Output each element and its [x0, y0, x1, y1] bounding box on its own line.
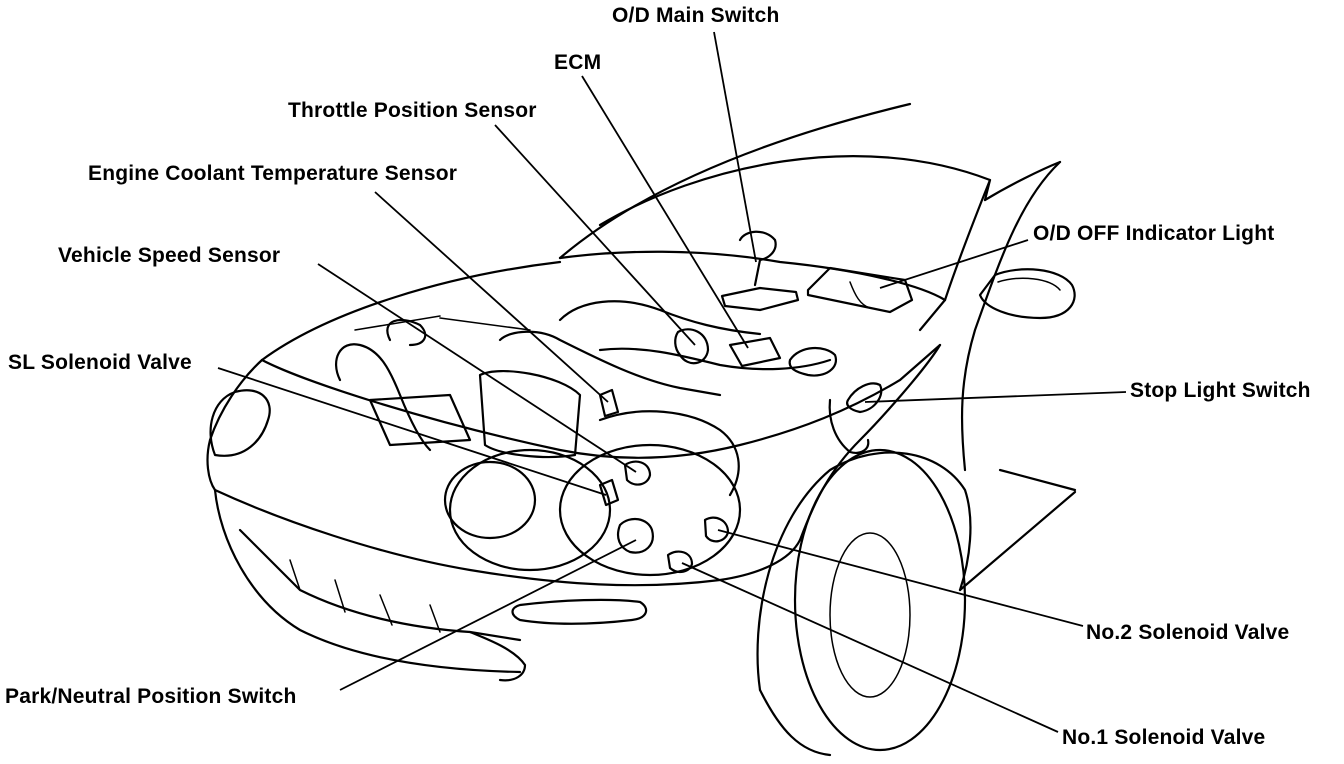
a-pillar	[918, 178, 992, 332]
leader-lines	[217, 31, 1127, 733]
windshield-cowl	[558, 250, 947, 302]
leader-park-neutral-position-switch	[339, 539, 637, 691]
grille-slat-2	[334, 579, 346, 613]
leader-throttle-position-sensor	[494, 124, 696, 346]
grille-slat-1	[289, 559, 301, 591]
label-no1-solenoid-valve: No.1 Solenoid Valve	[1062, 726, 1266, 749]
radiator-hose	[386, 318, 427, 347]
transmission-highlight-right	[558, 443, 742, 577]
leader-ecm	[581, 75, 749, 349]
strut-tower	[788, 347, 838, 377]
label-od-main-switch: O/D Main Switch	[612, 4, 780, 27]
leader-od-main-switch	[713, 31, 757, 263]
label-vehicle-speed-sensor: Vehicle Speed Sensor	[58, 244, 281, 267]
roof-line	[983, 160, 1062, 202]
od-main-switch-shifter	[738, 230, 777, 287]
no1-solenoid-part	[666, 550, 694, 574]
label-no2-solenoid-valve: No.2 Solenoid Valve	[1086, 621, 1290, 644]
windshield-top	[598, 155, 992, 227]
leader-no2-solenoid-valve	[717, 529, 1084, 627]
hood-line-2	[439, 317, 531, 331]
bumper-intake	[238, 528, 522, 642]
sl-solenoid-part	[598, 478, 620, 507]
dashboard-cluster	[806, 266, 914, 314]
hood-front-edge	[260, 343, 942, 459]
engine-block	[335, 343, 432, 452]
hood-outline	[260, 260, 562, 362]
wheel-arch	[756, 451, 972, 692]
front-wheel-rim	[829, 532, 911, 698]
door-front-edge	[960, 160, 1062, 472]
fender-vent	[828, 398, 870, 454]
left-headlight	[209, 389, 271, 457]
transmission-highlight-left	[448, 448, 612, 572]
leader-engine-coolant-temperature-sensor	[374, 191, 609, 403]
label-ecm: ECM	[554, 51, 602, 74]
intake-tube-1	[558, 300, 762, 336]
left-fender-front	[206, 358, 264, 492]
front-wheel	[793, 448, 967, 752]
front-bumper-top	[213, 488, 802, 587]
grille-slat-4	[429, 604, 441, 633]
label-od-off-indicator-light: O/D OFF Indicator Light	[1033, 222, 1275, 245]
windshield-frame	[558, 102, 912, 260]
label-stop-light-switch: Stop Light Switch	[1130, 379, 1311, 402]
brake-pedal-bracket	[846, 382, 883, 414]
air-intake	[498, 330, 722, 397]
label-engine-coolant-temperature-sensor: Engine Coolant Temperature Sensor	[88, 162, 458, 185]
grille-slat-3	[379, 594, 393, 626]
leader-stop-light-switch	[864, 391, 1127, 403]
front-bumper-lower	[213, 488, 522, 674]
hood-line-1	[354, 315, 441, 331]
side-mirror	[978, 268, 1076, 320]
console-plate	[720, 286, 800, 312]
leader-od-off-indicator-light	[879, 239, 1029, 289]
label-park-neutral-position-switch: Park/Neutral Position Switch	[5, 685, 297, 708]
dashboard-cluster-inner	[849, 281, 871, 309]
leader-vehicle-speed-sensor	[317, 263, 637, 473]
side-mirror-inner	[997, 277, 1061, 291]
battery	[368, 393, 472, 447]
door-panel	[998, 468, 1077, 492]
transmission-highlight-outer	[443, 460, 537, 540]
park-neutral-switch-part	[616, 517, 654, 554]
leader-sl-solenoid-valve	[217, 367, 607, 496]
no2-solenoid-part	[703, 516, 730, 543]
throttle-body	[674, 328, 710, 365]
label-throttle-position-sensor: Throttle Position Sensor	[288, 99, 537, 122]
coolant-sensor	[598, 388, 620, 418]
intake-tube-2	[598, 347, 832, 371]
air-cleaner	[478, 369, 582, 459]
leader-no1-solenoid-valve	[681, 562, 1059, 733]
transaxle-housing	[598, 410, 740, 497]
label-sl-solenoid-valve: SL Solenoid Valve	[8, 351, 192, 374]
tire-bottom	[758, 688, 832, 757]
ecm-box	[728, 336, 782, 368]
fog-light	[511, 598, 648, 625]
door-bottom	[958, 490, 1077, 592]
vss-part	[623, 460, 652, 486]
car-illustration	[206, 102, 1077, 757]
chin-spoiler	[468, 630, 527, 682]
